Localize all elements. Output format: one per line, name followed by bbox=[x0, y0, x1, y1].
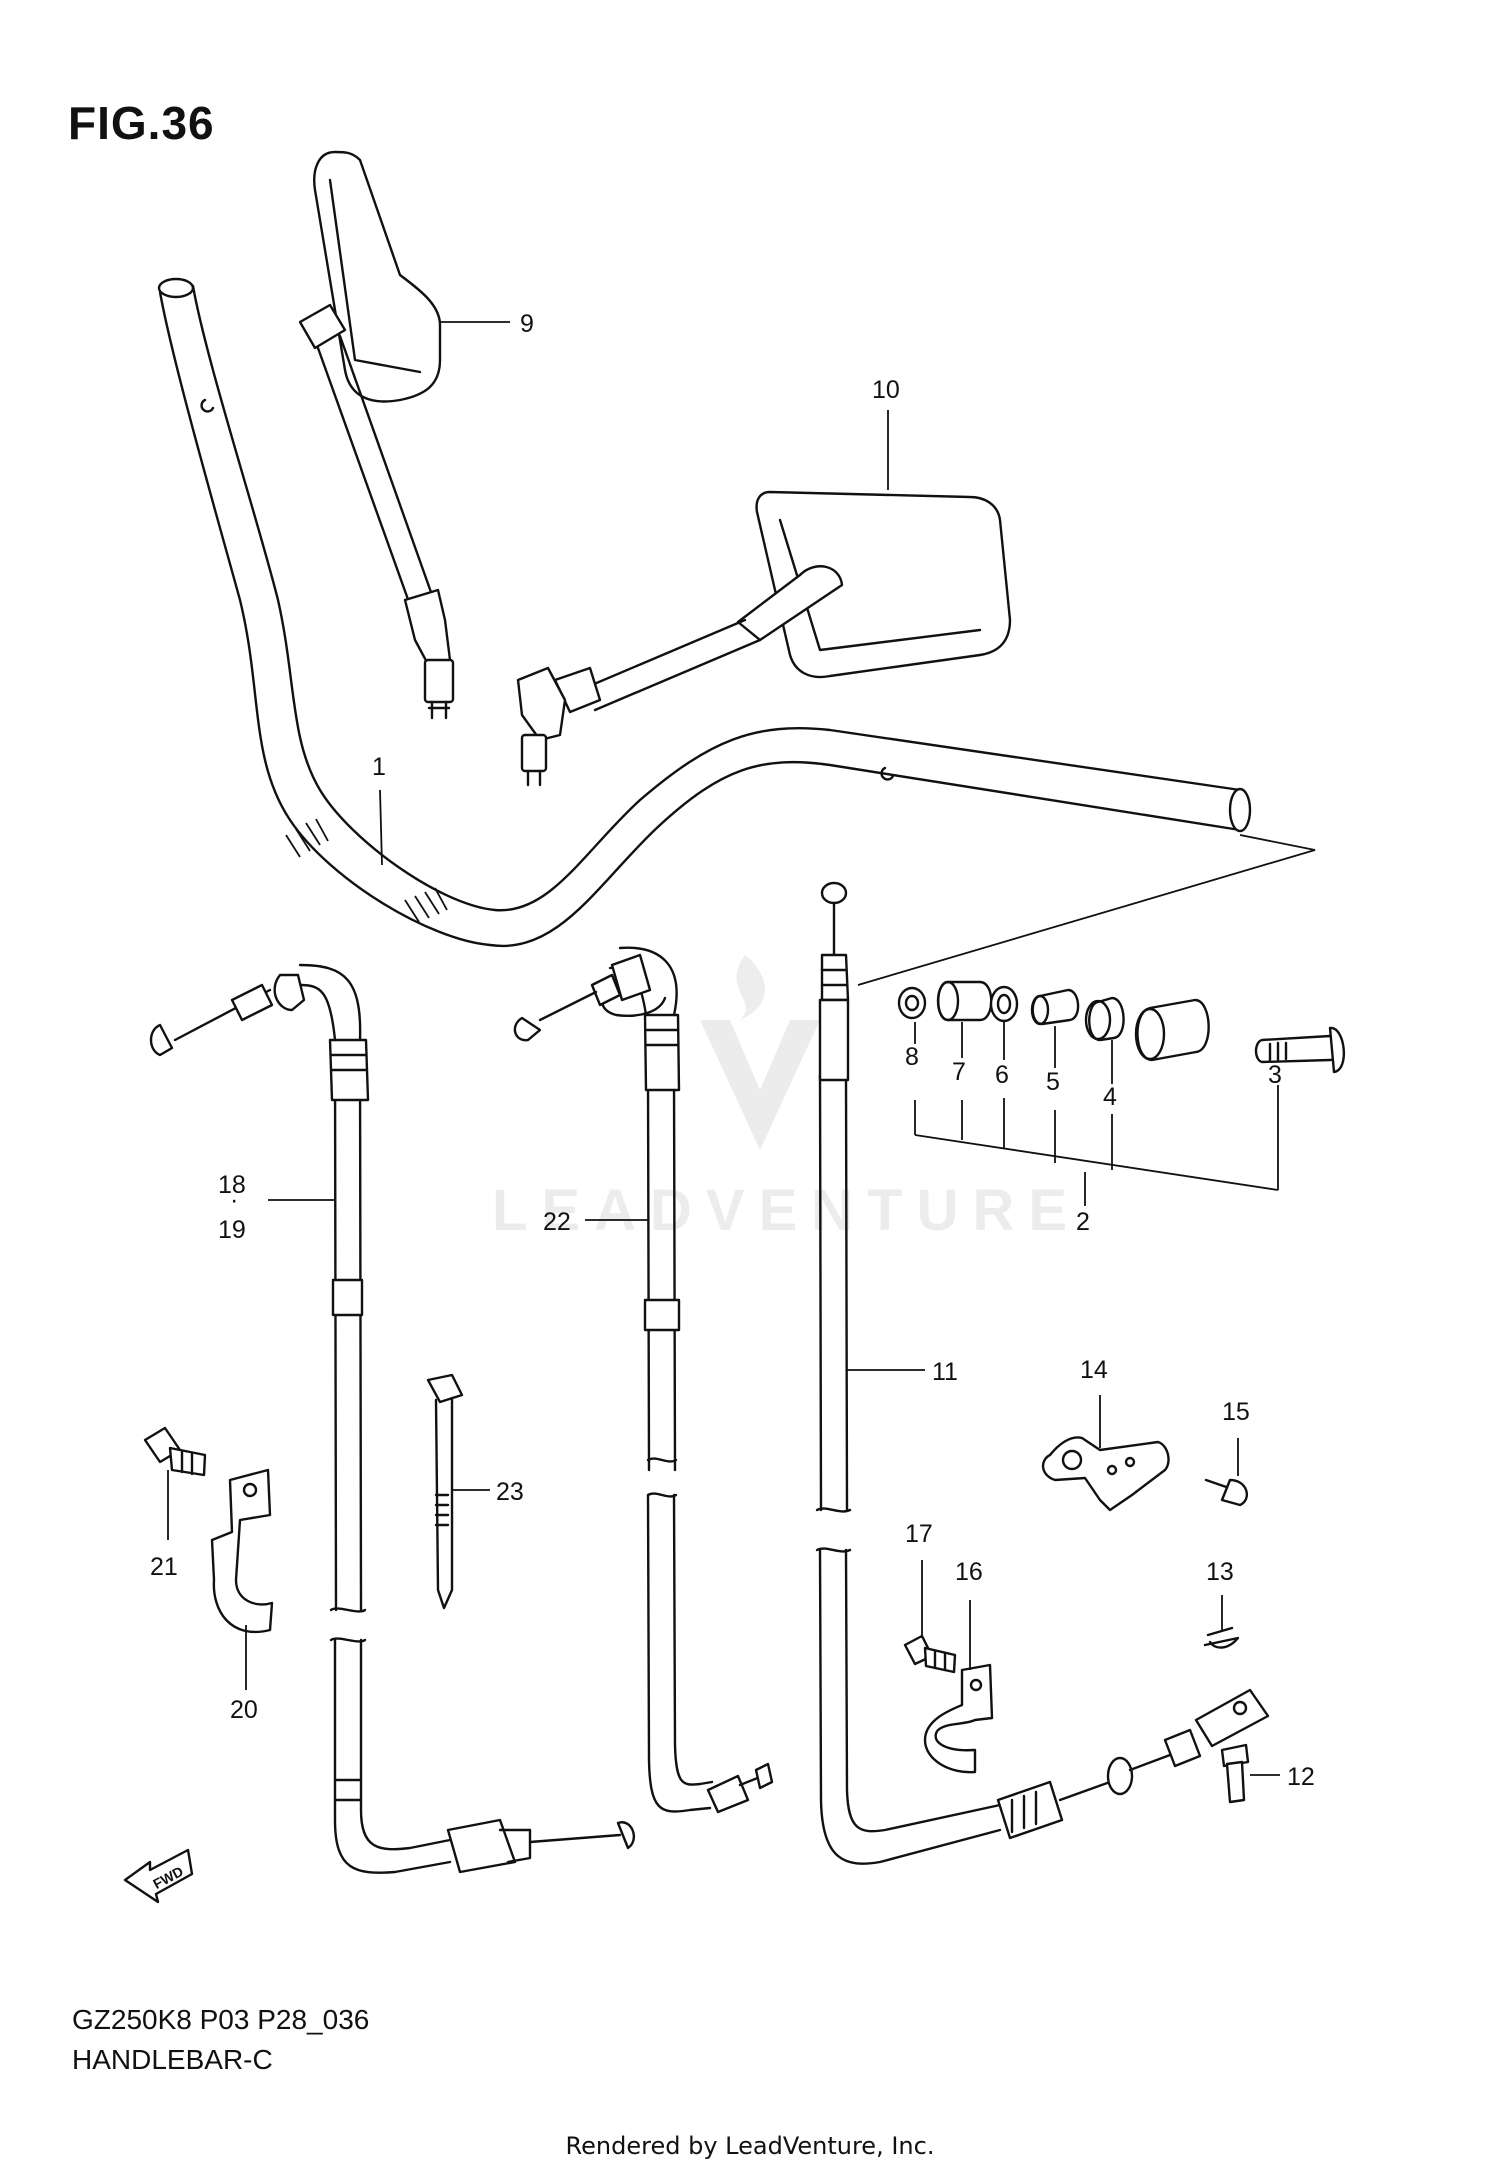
clamp-16[interactable] bbox=[923, 1600, 994, 1774]
watermark-text: LEADVENTURE bbox=[492, 1178, 1081, 1243]
callout-3: 3 bbox=[1268, 1061, 1282, 1089]
handlebar[interactable] bbox=[157, 277, 1252, 948]
callout-1: 1 bbox=[372, 753, 386, 781]
figure-name: HANDLEBAR-C bbox=[72, 2044, 273, 2075]
fwd-arrow: FWD bbox=[123, 1848, 194, 1904]
figure-code: GZ250K8 P03 P28_036 bbox=[72, 2004, 370, 2035]
bracket-14[interactable] bbox=[1041, 1395, 1170, 1512]
callout-20: 20 bbox=[230, 1696, 258, 1724]
pin-13[interactable] bbox=[1203, 1595, 1240, 1649]
callout-15: 15 bbox=[1222, 1398, 1250, 1426]
callout-6: 6 bbox=[995, 1061, 1009, 1089]
mirror-right[interactable] bbox=[516, 410, 1012, 787]
callout-4: 4 bbox=[1103, 1083, 1117, 1111]
throttle-cable-18-19[interactable] bbox=[149, 963, 635, 1874]
callout-14: 14 bbox=[1080, 1356, 1108, 1384]
bolt-17[interactable] bbox=[903, 1560, 957, 1674]
cable-tie[interactable] bbox=[426, 1373, 490, 1610]
figure-title: FIG.36 bbox=[68, 97, 215, 149]
bolt-21[interactable] bbox=[143, 1426, 207, 1540]
callout-19: 19 bbox=[218, 1216, 246, 1244]
mirror-left[interactable] bbox=[298, 150, 510, 720]
callout-18: 18 bbox=[218, 1171, 246, 1199]
callout-16: 16 bbox=[955, 1558, 983, 1586]
callout-9: 9 bbox=[520, 310, 534, 338]
callout-8: 8 bbox=[905, 1043, 919, 1071]
balancer-assembly[interactable] bbox=[857, 834, 1346, 1191]
callout-19-separator: · bbox=[230, 1186, 238, 1214]
callout-2: 2 bbox=[1076, 1208, 1090, 1236]
watermark: LEADVENTURE bbox=[492, 955, 1081, 1243]
callout-7: 7 bbox=[952, 1058, 966, 1086]
clutch-cable-11[interactable] bbox=[815, 881, 1270, 1865]
callout-17: 17 bbox=[905, 1520, 933, 1548]
callout-12: 12 bbox=[1287, 1763, 1315, 1791]
clamp-20[interactable] bbox=[210, 1468, 274, 1690]
callout-13: 13 bbox=[1206, 1558, 1234, 1586]
throttle-cable-22[interactable] bbox=[513, 946, 774, 1814]
callout-22: 22 bbox=[543, 1208, 571, 1236]
callout-10: 10 bbox=[872, 376, 900, 404]
render-credit: Rendered by LeadVenture, Inc. bbox=[565, 2132, 935, 2160]
callout-21: 21 bbox=[150, 1553, 178, 1581]
screw-15[interactable] bbox=[1204, 1438, 1249, 1507]
callout-11: 11 bbox=[932, 1358, 958, 1386]
callout-23: 23 bbox=[496, 1478, 524, 1506]
callout-5: 5 bbox=[1046, 1068, 1060, 1096]
pin-12[interactable] bbox=[1220, 1743, 1280, 1804]
